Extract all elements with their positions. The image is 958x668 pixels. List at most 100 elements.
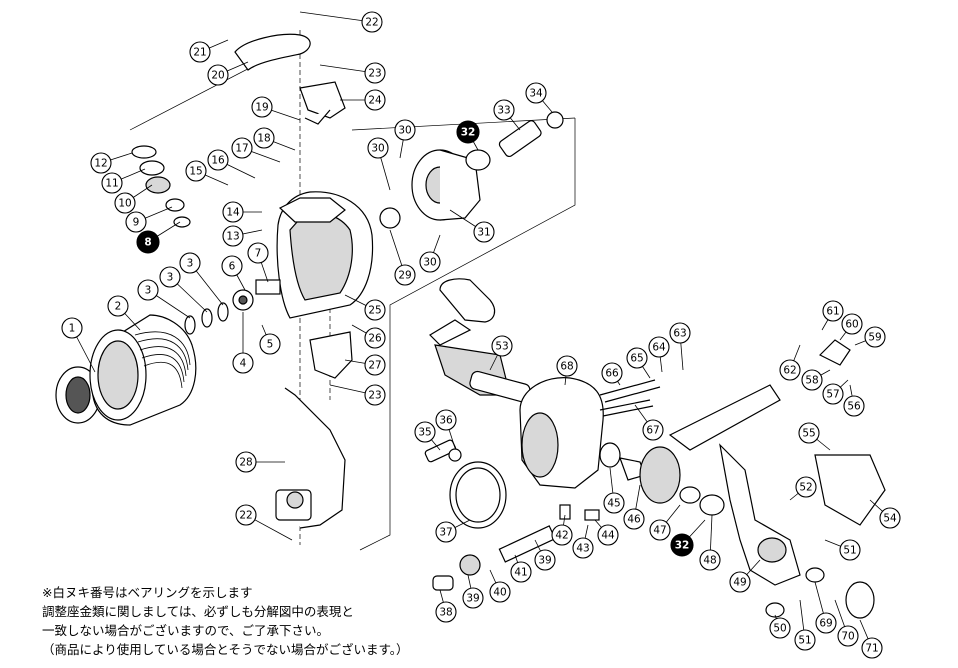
part-label-70: 70: [837, 625, 859, 647]
part-label-16: 16: [207, 149, 229, 171]
part-label-54: 54: [879, 507, 901, 529]
part-label-53: 53: [491, 335, 513, 357]
handle-assembly: [429, 278, 531, 403]
svg-text:52: 52: [799, 482, 812, 494]
part-label-34: 34: [525, 82, 547, 104]
part-label-26: 26: [364, 327, 386, 349]
svg-text:34: 34: [529, 88, 543, 100]
svg-text:1: 1: [69, 323, 76, 335]
svg-text:53: 53: [495, 341, 508, 353]
svg-text:9: 9: [133, 217, 140, 229]
part-label-15: 15: [185, 160, 207, 182]
svg-text:23: 23: [368, 68, 381, 80]
svg-text:51: 51: [798, 635, 811, 647]
part-label-6: 6: [221, 255, 243, 277]
svg-text:63: 63: [673, 328, 686, 340]
svg-text:50: 50: [773, 623, 786, 635]
svg-text:3: 3: [167, 272, 174, 284]
part-label-60: 60: [841, 313, 863, 335]
svg-text:30: 30: [371, 143, 384, 155]
note-line-2: 調整座金類に関しましては、必ずしも分解図中の表現と: [42, 604, 354, 619]
part-label-43: 43: [572, 537, 594, 559]
svg-text:4: 4: [240, 358, 247, 370]
part-label-66: 66: [601, 362, 623, 384]
svg-text:3: 3: [187, 258, 194, 270]
svg-text:36: 36: [439, 415, 453, 427]
part-label-46: 46: [623, 508, 645, 530]
svg-text:18: 18: [257, 133, 270, 145]
svg-text:60: 60: [845, 319, 858, 331]
svg-text:64: 64: [652, 342, 666, 354]
note-line-1: ※白ヌキ番号はベアリングを示します: [42, 585, 253, 600]
gearbox-body: [449, 377, 604, 529]
svg-text:37: 37: [439, 527, 452, 539]
svg-text:45: 45: [607, 498, 620, 510]
svg-text:42: 42: [555, 530, 568, 542]
part-label-65: 65: [626, 347, 648, 369]
part-label-3: 3: [137, 279, 159, 301]
part-label-61: 61: [822, 300, 844, 322]
svg-text:10: 10: [118, 198, 131, 210]
svg-text:46: 46: [627, 514, 641, 526]
svg-text:22: 22: [239, 510, 252, 522]
svg-text:56: 56: [847, 401, 861, 413]
bearing-stack: [131, 145, 191, 228]
svg-text:57: 57: [826, 389, 839, 401]
part-label-69: 69: [815, 612, 837, 634]
part-label-18: 18: [253, 127, 275, 149]
part-label-58: 58: [801, 369, 823, 391]
part-label-17: 17: [231, 137, 253, 159]
svg-text:13: 13: [226, 231, 239, 243]
part-label-51: 51: [839, 539, 861, 561]
part-label-30: 30: [419, 251, 441, 273]
part-label-13: 13: [222, 225, 244, 247]
svg-text:68: 68: [560, 361, 573, 373]
svg-text:27: 27: [368, 360, 381, 372]
part-label-3: 3: [179, 252, 201, 274]
part-label-28: 28: [235, 451, 257, 473]
part-label-3: 3: [159, 266, 181, 288]
part-label-50: 50: [769, 617, 791, 639]
part-label-40: 40: [489, 581, 511, 603]
part-label-29: 29: [394, 264, 416, 286]
part-label-47: 47: [649, 519, 671, 541]
part-label-57: 57: [822, 383, 844, 405]
svg-text:66: 66: [605, 368, 619, 380]
part-label-63: 63: [669, 322, 691, 344]
part-label-64: 64: [648, 336, 670, 358]
svg-text:8: 8: [144, 237, 151, 249]
rotor-body: [234, 33, 374, 529]
svg-text:38: 38: [439, 607, 452, 619]
part-label-5: 5: [259, 333, 281, 355]
part-label-30: 30: [394, 119, 416, 141]
part-label-24: 24: [364, 89, 386, 111]
part-label-25: 25: [364, 299, 386, 321]
part-label-31: 31: [473, 221, 495, 243]
svg-text:16: 16: [211, 155, 225, 167]
svg-text:69: 69: [819, 618, 832, 630]
part-label-12: 12: [90, 152, 112, 174]
part-label-51: 51: [794, 629, 816, 651]
svg-text:71: 71: [865, 643, 878, 655]
part-label-38: 38: [435, 601, 457, 623]
part-label-22: 22: [361, 11, 383, 33]
svg-text:24: 24: [368, 95, 382, 107]
svg-text:28: 28: [239, 457, 252, 469]
part-label-36: 36: [435, 409, 457, 431]
part-label-2: 2: [107, 295, 129, 317]
svg-text:11: 11: [105, 178, 118, 190]
svg-text:67: 67: [646, 425, 659, 437]
svg-text:39: 39: [466, 593, 479, 605]
svg-text:7: 7: [255, 248, 262, 260]
svg-text:32: 32: [675, 540, 690, 552]
svg-text:5: 5: [267, 339, 274, 351]
svg-text:47: 47: [653, 525, 666, 537]
part-label-62: 62: [779, 359, 801, 381]
svg-text:12: 12: [94, 158, 107, 170]
part-label-39: 39: [534, 549, 556, 571]
part-label-19: 19: [251, 96, 273, 118]
part-label-49: 49: [729, 571, 751, 593]
svg-text:51: 51: [843, 545, 856, 557]
